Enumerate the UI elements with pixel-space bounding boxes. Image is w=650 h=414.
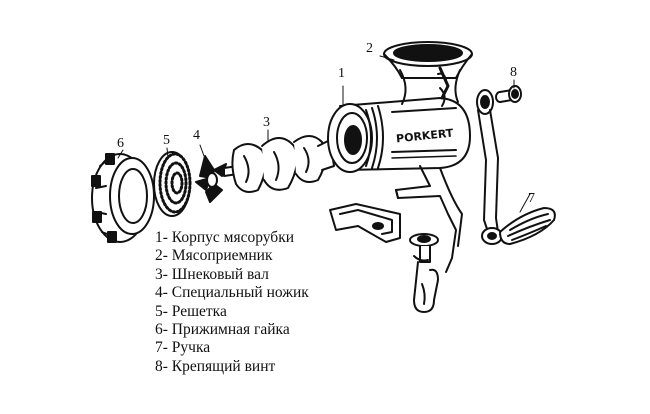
leader-lines (117, 55, 531, 213)
callout-1: 1 (338, 66, 345, 81)
screw-shaft-part (223, 135, 335, 193)
hopper-part (383, 41, 473, 100)
callout-5: 5 (163, 133, 170, 148)
legend-item-hopper: 2- Мясоприемник (155, 247, 273, 265)
legend-item-grid-plate: 5- Решетка (155, 302, 227, 320)
parts-legend: 1- Корпус мясорубки 2- Мясоприемник 3- Ш… (155, 229, 309, 376)
brand-label: PORKERT (396, 126, 455, 145)
legend-item-body: 1- Корпус мясорубки (155, 229, 295, 246)
fixing-screw-part (495, 85, 522, 103)
legend-item-knife: 4- Специальный ножик (155, 284, 309, 302)
legend-item-screw-shaft: 3- Шнековый вал (155, 265, 269, 283)
callout-3: 3 (263, 115, 270, 130)
legend-item-fixing-screw: 8- Крепящий винт (155, 357, 276, 375)
grinder-body-part: PORKERT (327, 69, 471, 313)
callout-2: 2 (366, 41, 373, 56)
grid-plate-part (153, 151, 192, 217)
crank-handle-part (476, 89, 556, 245)
knife-part (195, 155, 227, 203)
callout-6: 6 (117, 136, 124, 151)
legend-item-handle: 7- Ручка (155, 339, 211, 357)
callout-8: 8 (510, 65, 517, 80)
legend-item-clamping-nut: 6- Прижимная гайка (155, 321, 290, 339)
clamping-nut-part (91, 153, 155, 243)
callout-4: 4 (193, 128, 200, 143)
callout-7: 7 (528, 191, 535, 206)
